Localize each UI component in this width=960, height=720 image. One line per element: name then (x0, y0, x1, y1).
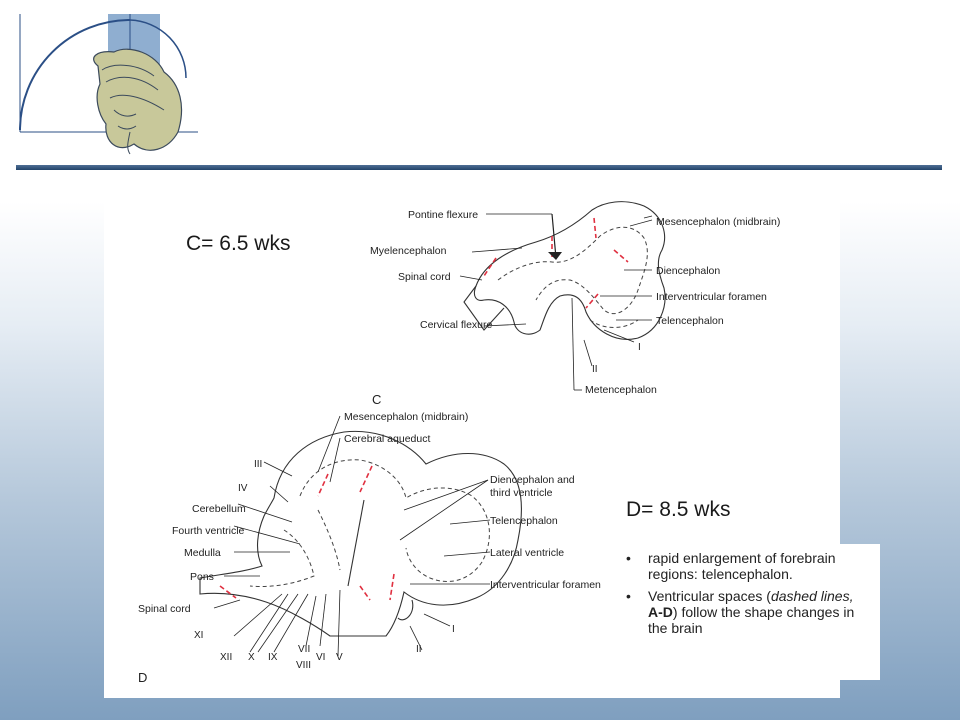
d-medulla-label: Medulla (184, 547, 221, 559)
stage-d-letter: D (138, 670, 147, 685)
d-nerve-viii: VIII (296, 660, 311, 671)
c-diencephalon-label: Diencephalon (656, 265, 720, 277)
d-nerve-ix: IX (268, 652, 278, 663)
d-cerebellum-label: Cerebellum (192, 503, 246, 515)
d-interventricular-foramen-label: Interventricular foramen (490, 579, 601, 591)
d-nerve-ii: II (416, 644, 422, 655)
stage-c-age-label: C= 6.5 wks (186, 232, 291, 255)
d-nerve-xi: XI (194, 630, 203, 641)
d-nerve-vi: VI (316, 652, 325, 663)
d-nerve-iii: III (254, 459, 262, 470)
c-telencephalon-label: Telencephalon (656, 315, 724, 327)
d-third-ventricle-label: third ventricle (490, 487, 553, 499)
note-item-1: rapid enlargement of forebrain regions: … (626, 550, 870, 582)
header-divider (16, 165, 942, 170)
c-spinal-cord-label: Spinal cord (398, 271, 451, 283)
d-nerve-iv: IV (238, 483, 248, 494)
d-diencephalon-label: Diencephalon and (490, 474, 575, 486)
brain-development-diagram: Pontine flexure Myelencephalon Spinal co… (138, 201, 780, 685)
c-interventricular-foramen-label: Interventricular foramen (656, 291, 767, 303)
notes-list: rapid enlargement of forebrain regions: … (616, 544, 880, 636)
stage-d-age-label: D= 8.5 wks (626, 498, 731, 521)
d-telencephalon-label: Telencephalon (490, 515, 558, 527)
stage-c-brain (459, 201, 666, 391)
c-pontine-flexure-label: Pontine flexure (408, 209, 478, 221)
golden-spiral-head-logo (19, 14, 198, 155)
d-nerve-i: I (452, 624, 455, 635)
note-2-text-b: ) follow the shape changes in the brain (648, 604, 855, 636)
c-cervical-flexure-label: Cervical flexure (420, 319, 493, 331)
d-nerve-xii: XII (220, 652, 232, 663)
d-nerve-x: X (248, 652, 255, 663)
stage-d-brain (199, 415, 522, 657)
c-numeral-ii: II (592, 364, 598, 375)
note-item-2: Ventricular spaces (dashed lines, A-D) f… (626, 588, 870, 636)
d-lateral-ventricle-label: Lateral ventricle (490, 547, 564, 559)
d-cerebral-aqueduct-label: Cerebral aqueduct (344, 433, 430, 445)
stage-c-letter: C (372, 392, 381, 407)
note-2-dashed-lines: dashed lines, (770, 588, 854, 604)
c-numeral-i: I (638, 342, 641, 353)
notes-box: rapid enlargement of forebrain regions: … (616, 544, 880, 680)
d-mesencephalon-label: Mesencephalon (midbrain) (344, 411, 468, 423)
d-nerve-v: V (336, 652, 343, 663)
c-mesencephalon-label: Mesencephalon (midbrain) (656, 216, 780, 228)
note-2-range: A-D (648, 604, 673, 620)
c-myelencephalon-label: Myelencephalon (370, 245, 447, 257)
c-metencephalon-label: Metencephalon (585, 384, 657, 396)
d-pons-label: Pons (190, 571, 214, 583)
d-fourth-ventricle-label: Fourth ventricle (172, 525, 245, 537)
d-spinal-cord-label: Spinal cord (138, 603, 191, 615)
note-2-text-a: Ventricular spaces ( (648, 588, 771, 604)
d-nerve-vii: VII (298, 644, 310, 655)
